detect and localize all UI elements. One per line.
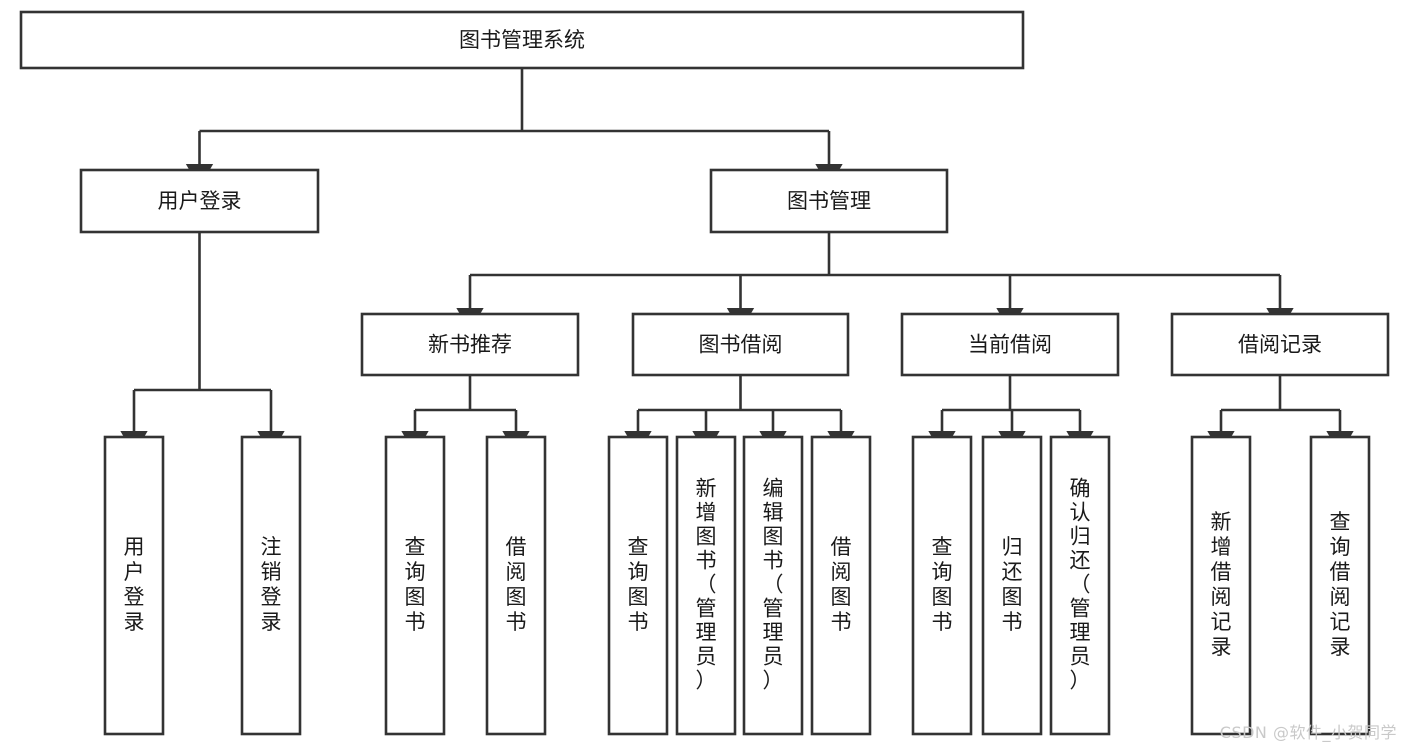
node-leaf-query-book-1-rect[interactable]	[384, 435, 446, 736]
node-leaf-user-logout-rect[interactable]	[240, 435, 302, 736]
node-leaf-query-book-1-label: 查询图书	[405, 535, 426, 634]
node-book-borrow[interactable]: 图书借阅	[631, 312, 850, 377]
node-current-borrow[interactable]: 当前借阅	[900, 312, 1120, 377]
node-leaf-user-logout-label: 注销登录	[261, 535, 282, 634]
node-leaf-edit-book-label: 编辑图书（管理员）	[763, 477, 784, 693]
node-user-login-rect[interactable]	[79, 168, 320, 234]
node-leaf-query-book-2-label: 查询图书	[628, 535, 649, 634]
node-leaf-borrow-book-1[interactable]: 借阅图书	[485, 435, 547, 736]
node-leaf-add-book[interactable]: 新增图书（管理员）	[675, 435, 737, 736]
node-leaf-borrow-book-1-label: 借阅图书	[506, 535, 527, 634]
node-current-borrow-label: 当前借阅	[968, 333, 1052, 357]
node-leaf-return-book-rect[interactable]	[981, 435, 1043, 736]
node-book-manage[interactable]: 图书管理	[709, 168, 949, 234]
node-leaf-confirm-return-rect[interactable]	[1049, 435, 1111, 736]
node-user-login[interactable]: 用户登录	[79, 168, 320, 234]
node-book-borrow-label: 图书借阅	[699, 333, 783, 357]
node-borrow-record-label: 借阅记录	[1238, 333, 1322, 357]
node-root-system-rect[interactable]	[19, 10, 1025, 70]
node-leaf-query-book-2[interactable]: 查询图书	[607, 435, 669, 736]
node-new-book-rec-label: 新书推荐	[428, 333, 512, 357]
node-leaf-query-book-3-rect[interactable]	[911, 435, 973, 736]
node-leaf-user-login[interactable]: 用户登录	[103, 435, 165, 736]
node-leaf-borrow-book-2[interactable]: 借阅图书	[810, 435, 872, 736]
node-leaf-user-logout[interactable]: 注销登录	[240, 435, 302, 736]
node-leaf-confirm-return-label: 确认归还（管理员）	[1070, 477, 1091, 693]
node-new-book-rec-rect[interactable]	[360, 312, 580, 377]
node-leaf-borrow-book-1-rect[interactable]	[485, 435, 547, 736]
node-borrow-record-rect[interactable]	[1170, 312, 1390, 377]
node-leaf-return-book[interactable]: 归还图书	[981, 435, 1043, 736]
node-leaf-user-login-rect[interactable]	[103, 435, 165, 736]
node-leaf-edit-book[interactable]: 编辑图书（管理员）	[742, 435, 804, 736]
node-leaf-query-book-2-rect[interactable]	[607, 435, 669, 736]
node-leaf-add-record-rect[interactable]	[1190, 435, 1252, 736]
node-leaf-query-book-3[interactable]: 查询图书	[911, 435, 973, 736]
node-book-manage-label: 图书管理	[787, 189, 871, 213]
node-leaf-add-record[interactable]: 新增借阅记录	[1190, 435, 1252, 736]
node-book-borrow-rect[interactable]	[631, 312, 850, 377]
node-current-borrow-rect[interactable]	[900, 312, 1120, 377]
node-leaf-query-record-label: 查询借阅记录	[1330, 510, 1351, 659]
node-root-system-label: 图书管理系统	[459, 28, 585, 52]
node-leaf-query-book-3-label: 查询图书	[932, 535, 953, 634]
node-leaf-query-record[interactable]: 查询借阅记录	[1309, 435, 1371, 736]
node-leaf-add-record-label: 新增借阅记录	[1211, 510, 1232, 659]
node-leaf-borrow-book-2-label: 借阅图书	[831, 535, 852, 634]
connector-layer	[120, 68, 1354, 455]
node-leaf-query-book-1[interactable]: 查询图书	[384, 435, 446, 736]
node-leaf-user-login-label: 用户登录	[124, 535, 145, 634]
node-leaf-query-record-rect[interactable]	[1309, 435, 1371, 736]
node-book-manage-rect[interactable]	[709, 168, 949, 234]
node-leaf-add-book-rect[interactable]	[675, 435, 737, 736]
node-new-book-rec[interactable]: 新书推荐	[360, 312, 580, 377]
node-borrow-record[interactable]: 借阅记录	[1170, 312, 1390, 377]
node-user-login-label: 用户登录	[158, 189, 242, 213]
node-root-system[interactable]: 图书管理系统	[19, 10, 1025, 70]
node-leaf-edit-book-rect[interactable]	[742, 435, 804, 736]
node-leaf-borrow-book-2-rect[interactable]	[810, 435, 872, 736]
node-leaf-add-book-label: 新增图书（管理员）	[696, 477, 717, 693]
node-layer: 图书管理系统用户登录图书管理新书推荐图书借阅当前借阅借阅记录用户登录注销登录查询…	[19, 10, 1390, 736]
node-leaf-confirm-return[interactable]: 确认归还（管理员）	[1049, 435, 1111, 736]
node-leaf-return-book-label: 归还图书	[1002, 535, 1023, 634]
